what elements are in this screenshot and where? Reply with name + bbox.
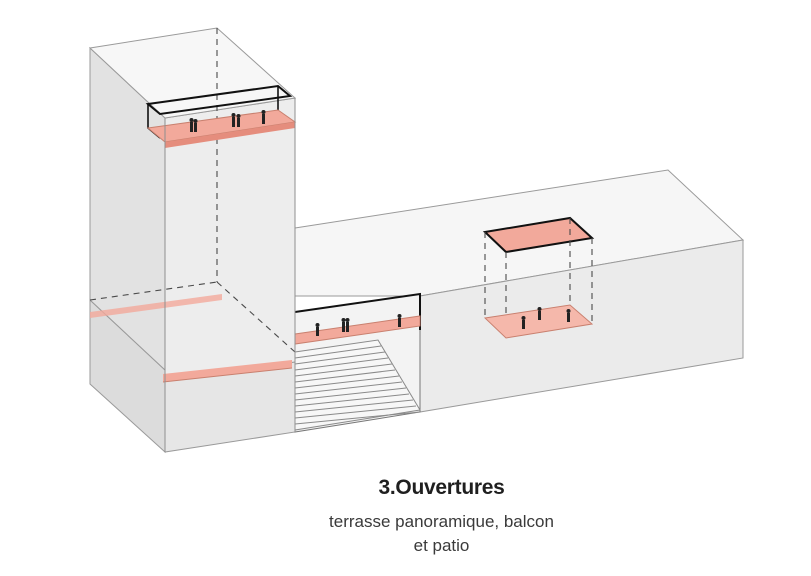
patio-stair-opening (294, 292, 421, 433)
patio-cutout-floor (483, 304, 594, 339)
balcony-band (90, 294, 293, 383)
patio-cutout-people-icon (521, 307, 571, 329)
subtitle-line-2: et patio (413, 536, 470, 555)
patio-cutout (482, 216, 595, 339)
stairs (294, 339, 421, 431)
tower-hidden-edges (89, 28, 296, 353)
terrace-canopy (145, 84, 293, 116)
diagram-subtitle: terrasse panoramique, balcon et patio (36, 510, 811, 558)
terrace-people-icon (189, 110, 266, 132)
diagram-title: 3.Ouvertures (378, 476, 505, 499)
patio-people-icon (315, 314, 402, 336)
roof-terrace (145, 84, 297, 148)
subtitle-line-1: terrasse panoramique, balcon (329, 512, 554, 531)
building-outline (164, 98, 296, 452)
